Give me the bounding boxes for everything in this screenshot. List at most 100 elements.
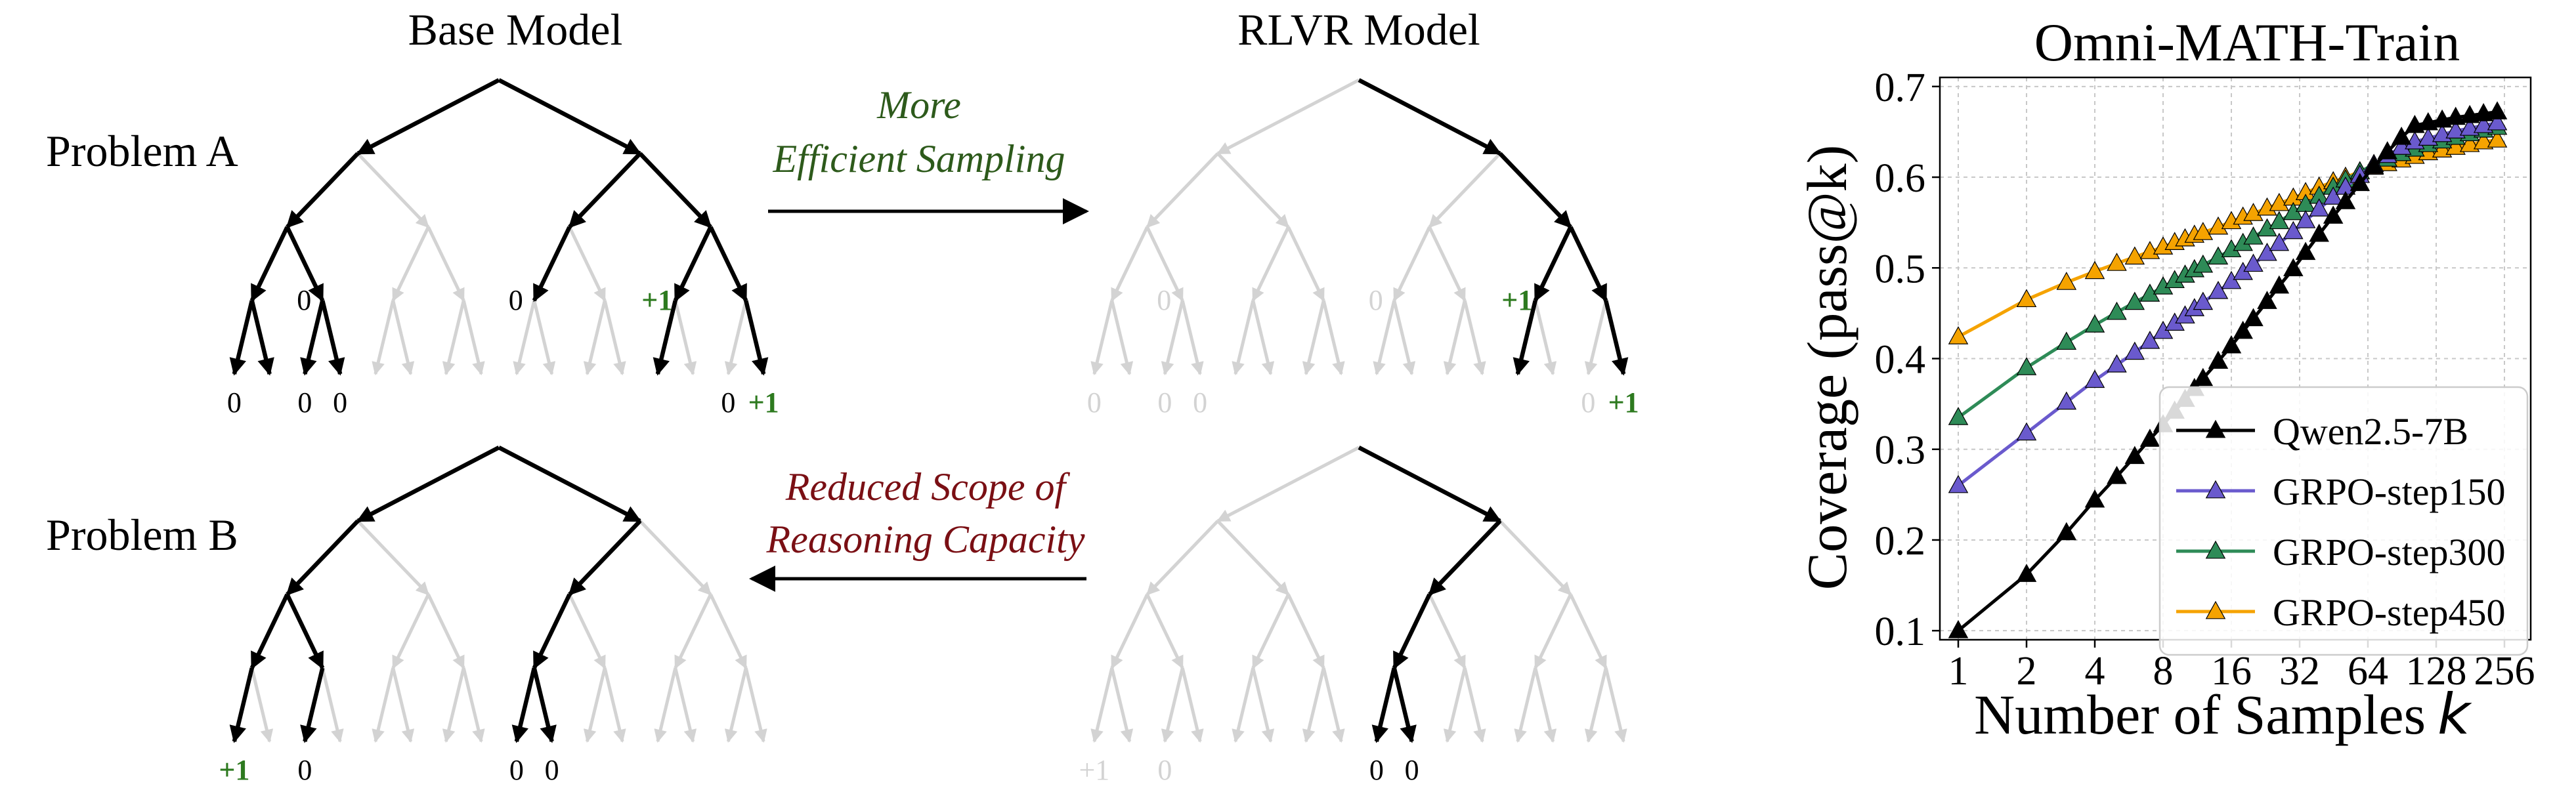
- tree-edge-ll: [286, 152, 360, 229]
- tree-edge-lrrr: [462, 667, 485, 743]
- arrow-b-text-line1: Reduced Scope of: [785, 465, 1071, 509]
- tree-edge-lrlr: [1251, 667, 1275, 743]
- data-point: [2257, 242, 2277, 261]
- tree-edge-rlr: [568, 593, 607, 669]
- data-point: [1948, 326, 1969, 344]
- data-point: [2084, 314, 2105, 333]
- tree-edge-llll: [229, 300, 254, 376]
- y-tick-label: 0.2: [1875, 519, 1926, 564]
- tree-edge-rlrl: [583, 300, 607, 375]
- data-point: [2056, 391, 2077, 410]
- data-point: [2487, 112, 2508, 131]
- chart-legend: Qwen2.5-7BGRPO-step150GRPO-step300GRPO-s…: [2158, 386, 2529, 656]
- x-tick-label: 4: [2085, 649, 2105, 694]
- legend-marker: [2205, 600, 2226, 619]
- y-tick-label: 0.6: [1875, 156, 1926, 201]
- data-point: [2418, 112, 2439, 131]
- reward-label: +1: [219, 754, 249, 786]
- legend-label: GRPO-step150: [2273, 470, 2505, 513]
- tree-edge-lll: [1110, 226, 1149, 302]
- series-line-grpo-step300: [1957, 125, 2498, 419]
- tree-edge-rl: [1428, 152, 1501, 228]
- reward-label: 0: [1157, 754, 1172, 786]
- tree-edge-llr: [1146, 226, 1184, 302]
- data-point: [2391, 126, 2412, 145]
- legend-label: GRPO-step300: [2273, 531, 2505, 573]
- data-point: [2056, 331, 2077, 350]
- data-point: [2139, 330, 2160, 349]
- data-point: [2269, 211, 2290, 230]
- tree-edge-lllr: [1110, 300, 1134, 375]
- reward-label: 0: [1157, 386, 1172, 419]
- reward-label: +1: [1079, 754, 1109, 786]
- tree-edge-rl: [1428, 519, 1502, 596]
- tree-edge-rlrr: [603, 300, 626, 375]
- tree-edge-ll: [1146, 520, 1219, 596]
- tree-edge-lrr: [427, 593, 465, 669]
- header-rlvr-model: RLVR Model: [1237, 5, 1480, 54]
- reward-label: 0: [297, 386, 312, 419]
- y-tick-label: 0.1: [1875, 610, 1926, 654]
- reward-label: 0: [1087, 386, 1102, 419]
- tree-edge-rl: [568, 519, 642, 596]
- y-tick-label: 0.3: [1875, 428, 1926, 473]
- x-tick-label: 1: [1948, 649, 1969, 694]
- data-point: [2243, 253, 2264, 272]
- tree-edge-rrlr: [674, 300, 697, 375]
- tree-edge-rrrl: [1584, 300, 1608, 375]
- x-tick-label: 32: [2279, 649, 2320, 694]
- data-point: [2107, 354, 2127, 373]
- tree-edge-rllr: [532, 667, 557, 743]
- reward-label: 0: [1157, 284, 1171, 316]
- reward-label: 0: [297, 284, 311, 316]
- data-point: [2016, 564, 2037, 582]
- tree-edge-rrlr: [1534, 300, 1557, 375]
- data-point: [2193, 254, 2214, 273]
- tree-edge-r: [498, 78, 642, 156]
- data-point: [2445, 136, 2466, 155]
- data-point: [2295, 241, 2316, 260]
- data-point: [2016, 289, 2037, 308]
- reward-label: 0: [1369, 284, 1383, 316]
- tree-edge-rr: [1498, 152, 1572, 229]
- data-point: [2193, 222, 2214, 240]
- x-tick-label: 128: [2406, 649, 2467, 694]
- tree-edge-rllr: [532, 300, 556, 375]
- tree-edge-r: [498, 446, 642, 523]
- tree-edge-llll: [229, 667, 254, 743]
- tree-edge-rrr: [709, 593, 748, 669]
- tree-edge-rlrr: [1463, 300, 1486, 375]
- x-tick-label: 8: [2153, 649, 2174, 694]
- problem-a-label: Problem A: [46, 126, 238, 176]
- arrow-a-text-line1: More: [876, 83, 961, 127]
- reward-label: 0: [1405, 754, 1419, 786]
- reward-label: 0: [1193, 386, 1207, 419]
- tree-edge-lrll: [1232, 300, 1255, 375]
- data-point: [2269, 232, 2290, 251]
- tree-edge-l: [356, 78, 500, 156]
- data-point: [2487, 129, 2508, 148]
- data-point: [2323, 205, 2344, 224]
- tree-edge-lrl: [391, 593, 430, 669]
- data-point: [2193, 291, 2214, 310]
- chart-x-axis-label-text: Number of Samples: [1974, 683, 2426, 746]
- series-line-qwen2-5-7b: [1957, 110, 2498, 633]
- tree-edge-rrll: [654, 667, 677, 743]
- legend-marker: [2205, 419, 2226, 438]
- tree-edge-rrlr: [1534, 667, 1557, 743]
- reward-label: 0: [1369, 754, 1384, 786]
- x-tick-label: 64: [2348, 649, 2388, 694]
- tree-edge-lrl: [1251, 593, 1290, 669]
- tree-edge-lrr: [427, 226, 465, 302]
- tree-edge-l: [356, 446, 500, 523]
- y-tick-label: 0.5: [1875, 247, 1926, 291]
- data-point: [2139, 428, 2160, 447]
- tree-edge-rrrr: [1604, 300, 1629, 376]
- data-point: [2377, 141, 2397, 159]
- chart-x-axis-variable: k: [2437, 682, 2472, 747]
- reward-label: +1: [1501, 284, 1532, 316]
- tree-edge-lllr: [250, 667, 274, 743]
